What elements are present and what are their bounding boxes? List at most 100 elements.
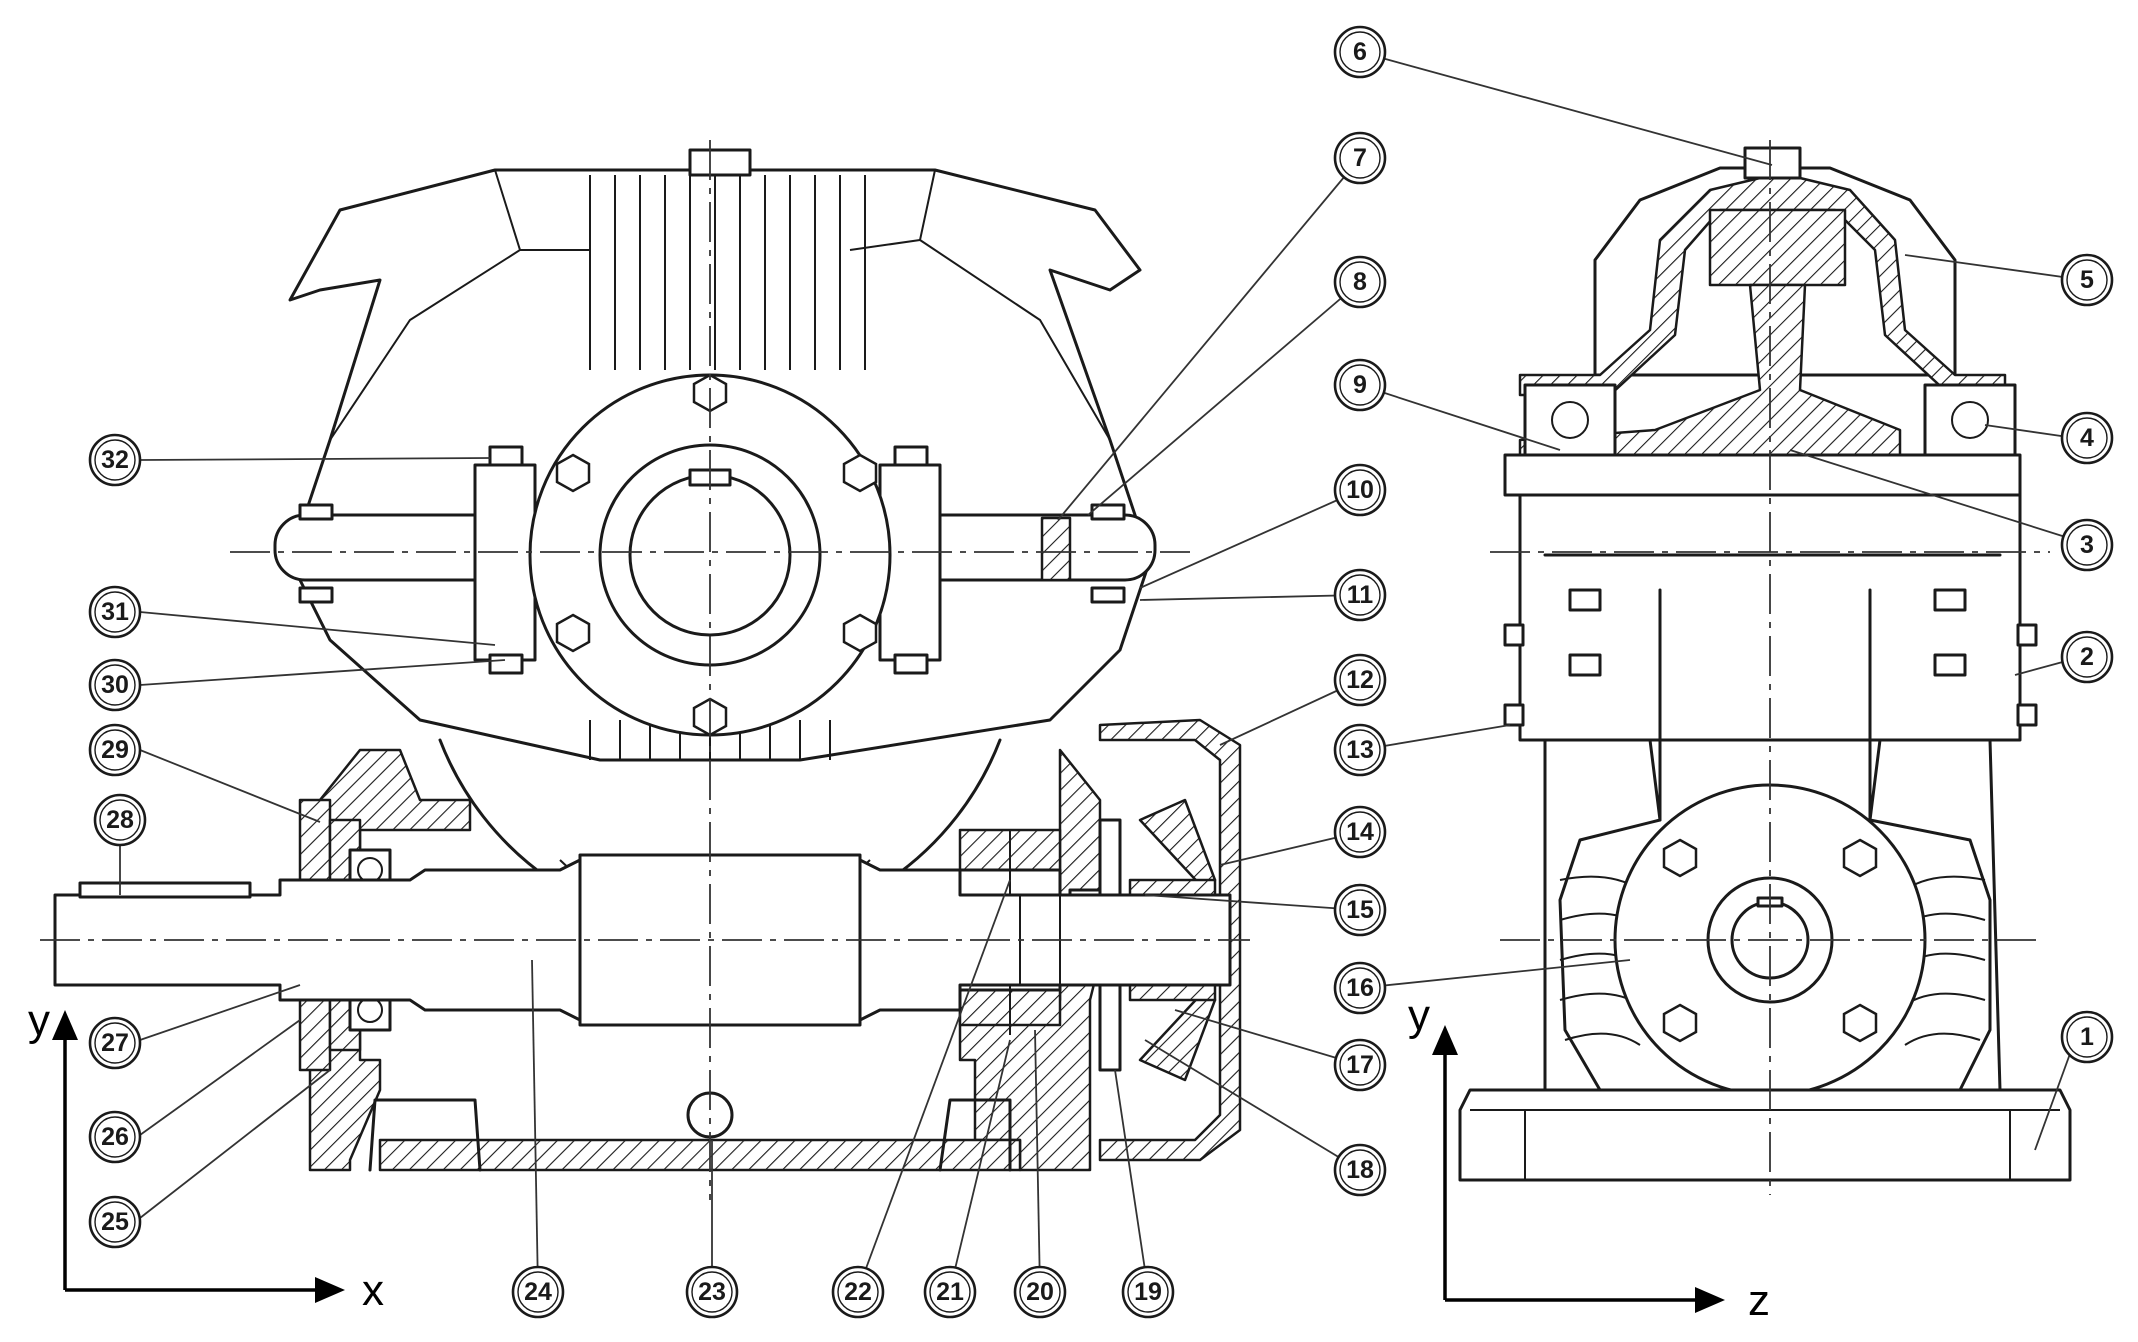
side-base [1458, 1088, 2072, 1182]
front-x-arrow [315, 1277, 345, 1303]
callout-13: 13 [1333, 723, 1387, 777]
callout-7: 7 [1333, 131, 1387, 185]
svg-text:17: 17 [1346, 1051, 1374, 1079]
top-cover-outline [288, 168, 1152, 762]
fan-cover [1098, 718, 1242, 1162]
callout-31: 31 [88, 585, 142, 639]
side-flange-plate [1503, 453, 2022, 497]
callout-22: 22 [831, 1265, 885, 1319]
base-pocket-left [368, 1098, 482, 1172]
svg-text:15: 15 [1346, 896, 1374, 924]
svg-text:25: 25 [101, 1208, 129, 1236]
callout-1: 1 [2060, 1010, 2114, 1064]
callout-20: 20 [1013, 1265, 1067, 1319]
svg-text:14: 14 [1346, 818, 1374, 846]
front-y-arrow [52, 1010, 78, 1040]
boss-left [473, 463, 537, 662]
svg-text:26: 26 [101, 1123, 129, 1151]
callout-16: 16 [1333, 961, 1387, 1015]
cover-rib-inner-right [849, 239, 921, 251]
callout-6: 6 [1333, 25, 1387, 79]
svg-text:12: 12 [1346, 666, 1374, 694]
callout-14: 14 [1333, 805, 1387, 859]
svg-text:23: 23 [698, 1278, 726, 1306]
svg-text:20: 20 [1026, 1278, 1054, 1306]
side-z-arrow [1695, 1287, 1725, 1313]
side-z-label: z [1748, 1276, 1770, 1325]
callout-29: 29 [88, 723, 142, 777]
svg-text:5: 5 [2080, 266, 2094, 294]
svg-text:32: 32 [101, 446, 129, 474]
svg-text:9: 9 [1353, 371, 1367, 399]
side-wheel-rim [1708, 208, 1847, 287]
callout-18: 18 [1333, 1143, 1387, 1197]
cooling-fins [589, 175, 866, 760]
callout-30: 30 [88, 658, 142, 712]
side-y-arrow [1432, 1025, 1458, 1055]
base-pocket-right [938, 1098, 1012, 1172]
callout-19: 19 [1121, 1265, 1175, 1319]
svg-text:7: 7 [1353, 144, 1367, 172]
side-top-bolt [1743, 146, 1802, 180]
split-bolts [298, 445, 1126, 675]
callout-27: 27 [88, 1016, 142, 1070]
callout-3: 3 [2060, 518, 2114, 572]
front-x-label: x [362, 1266, 384, 1315]
callout-9: 9 [1333, 358, 1387, 412]
front-view-axes: y x [28, 996, 384, 1315]
side-y-label: y [1408, 991, 1430, 1040]
callout-10: 10 [1333, 463, 1387, 517]
callout-25: 25 [88, 1195, 142, 1249]
side-bearing-left [1523, 383, 1617, 457]
side-middle-ribs [1543, 553, 2002, 822]
svg-text:6: 6 [1353, 38, 1367, 66]
split-seal [1040, 516, 1072, 582]
callout-21: 21 [923, 1265, 977, 1319]
cover-rib-right [918, 169, 1111, 441]
svg-text:31: 31 [101, 598, 129, 626]
lower-housing-bottom [378, 1138, 1022, 1172]
svg-text:24: 24 [524, 1278, 552, 1306]
side-view [1458, 140, 2072, 1195]
side-bolts [1503, 588, 2038, 727]
svg-text:16: 16 [1346, 974, 1374, 1002]
callout-23: 23 [685, 1265, 739, 1319]
svg-text:18: 18 [1346, 1156, 1374, 1184]
callout-28: 28 [93, 793, 147, 847]
callout-2: 2 [2060, 630, 2114, 684]
side-bearing-right [1923, 383, 2017, 457]
svg-text:21: 21 [936, 1278, 964, 1306]
callout-4: 4 [2060, 411, 2114, 465]
svg-text:8: 8 [1353, 268, 1367, 296]
callouts: 1 2 3 4 5 6 7 8 9 10 11 12 13 14 15 16 1… [88, 25, 2114, 1319]
shaft-key [78, 881, 252, 899]
side-cover-shell [1518, 176, 2007, 397]
callout-8: 8 [1333, 255, 1387, 309]
svg-text:1: 1 [2080, 1023, 2094, 1051]
svg-text:13: 13 [1346, 736, 1374, 764]
callout-32: 32 [88, 433, 142, 487]
cover-rib-left [329, 169, 522, 441]
fan-blade-bottom [1138, 988, 1217, 1082]
front-y-label: y [28, 996, 50, 1045]
svg-text:22: 22 [844, 1278, 872, 1306]
callout-12: 12 [1333, 653, 1387, 707]
svg-text:19: 19 [1134, 1278, 1162, 1306]
side-flange-bolts [1662, 838, 1878, 1043]
svg-text:27: 27 [101, 1029, 129, 1057]
callout-5: 5 [2060, 253, 2114, 307]
callout-24: 24 [511, 1265, 565, 1319]
vent-plug [688, 148, 752, 177]
svg-text:29: 29 [101, 736, 129, 764]
leader-lines [119, 51, 2076, 1291]
svg-text:3: 3 [2080, 531, 2094, 559]
side-view-axes: y z [1408, 991, 1770, 1325]
svg-text:11: 11 [1347, 581, 1374, 609]
svg-text:28: 28 [106, 806, 134, 834]
svg-text:2: 2 [2080, 643, 2094, 671]
svg-text:30: 30 [101, 671, 129, 699]
front-view [40, 140, 1250, 1200]
callout-17: 17 [1333, 1038, 1387, 1092]
